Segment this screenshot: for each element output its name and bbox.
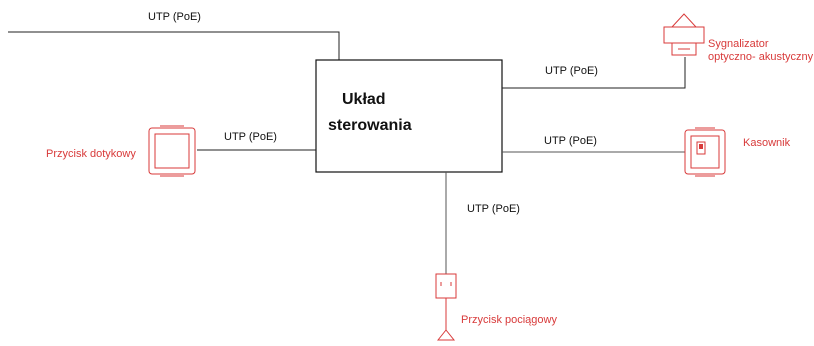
reset-cable: UTP (PoE) [502,135,685,153]
signalizer-label-line1: Sygnalizator [708,38,769,50]
touch-cable-label: UTP (PoE) [224,131,277,143]
top-cable-label: UTP (PoE) [148,11,201,23]
pull-button-icon[interactable] [435,273,457,341]
reset-device-icon[interactable] [684,127,726,177]
signalizer-icon[interactable] [663,13,705,56]
reset-cable-label: UTP (PoE) [544,135,597,147]
controller-label-line2: sterowania [328,117,412,134]
signal-cable-label: UTP (PoE) [545,65,598,77]
signal-cable: UTP (PoE) [502,57,686,89]
pull-cable: UTP (PoE) [445,172,520,274]
controller-label-line1: Układ [342,91,386,108]
pull-button-label: Przycisk pociągowy [461,314,557,326]
touch-button-icon[interactable] [148,125,196,177]
touch-cable: UTP (PoE) [197,131,316,151]
signalizer-label-line2: optyczno- akustyczny [708,51,814,63]
pull-cable-label: UTP (PoE) [467,203,520,215]
touch-button-label: Przycisk dotykowy [46,148,136,160]
top-cable: UTP (PoE) [8,11,340,60]
reset-device-label: Kasownik [743,137,791,149]
controller-box[interactable]: Układ sterowania [315,59,503,173]
